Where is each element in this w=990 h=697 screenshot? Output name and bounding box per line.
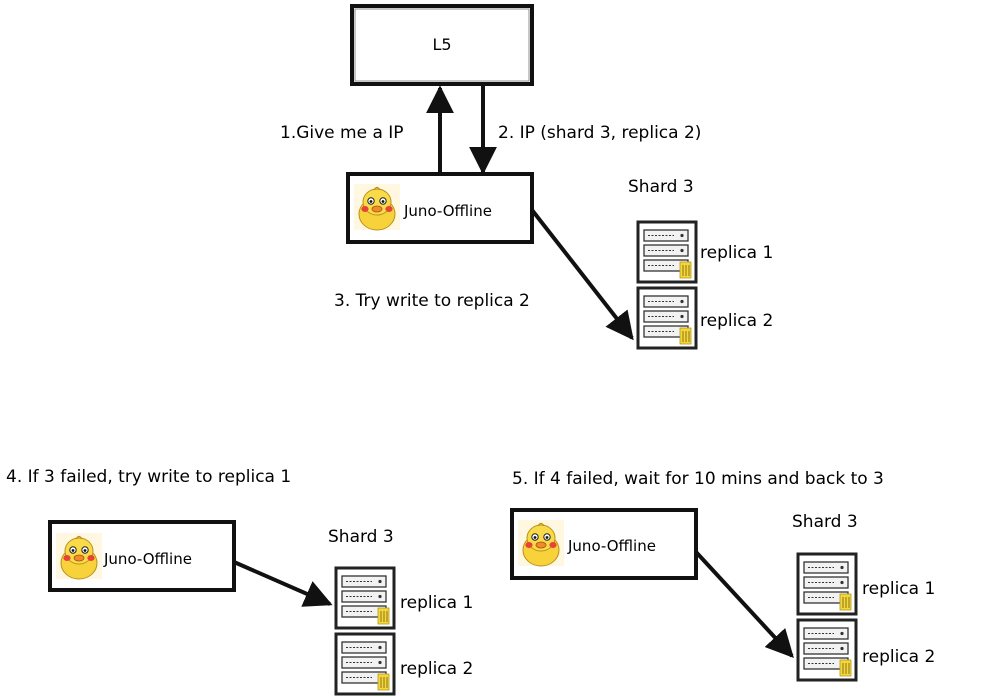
server-rack-icon <box>334 566 396 630</box>
load-balancer-label: L5 <box>432 35 451 54</box>
client-label: Juno-Offline <box>103 550 192 568</box>
duck-avatar-icon <box>353 183 401 231</box>
replica2-label: replica 2 <box>400 659 473 679</box>
replica2-label: replica 2 <box>862 647 935 667</box>
replica1-label: replica 1 <box>862 579 935 599</box>
shard-label: Shard 3 <box>792 512 858 532</box>
shard-label: Shard 3 <box>328 527 394 547</box>
server-rack-icon <box>636 220 698 284</box>
step2-label: 2. IP (shard 3, replica 2) <box>498 123 701 143</box>
write-replica1-arrow <box>233 560 333 607</box>
duck-avatar-icon <box>517 519 565 567</box>
replica1-label: replica 1 <box>400 593 473 613</box>
replica2-label: replica 2 <box>700 311 773 331</box>
write-replica2-arrow <box>530 208 634 341</box>
step5-label: 5. If 4 failed, wait for 10 mins and bac… <box>512 469 884 489</box>
step1-label: 1.Give me a IP <box>280 123 404 143</box>
client-box: Juno-Offline <box>346 172 534 244</box>
shard-label: Shard 3 <box>628 177 694 197</box>
replica1-label: replica 1 <box>700 243 773 263</box>
duck-avatar-icon <box>55 532 103 580</box>
server-rack-icon <box>796 618 858 682</box>
client-box: Juno-Offline <box>48 520 236 592</box>
load-balancer-box: L5 <box>350 4 534 86</box>
server-rack-icon <box>636 286 698 350</box>
client-label: Juno-Offline <box>403 202 492 220</box>
step3-label: 3. Try write to replica 2 <box>334 291 530 311</box>
client-box: Juno-Offline <box>510 508 698 580</box>
step4-label: 4. If 3 failed, try write to replica 1 <box>6 467 291 487</box>
client-label: Juno-Offline <box>567 537 656 555</box>
retry-replica2-arrow <box>694 550 794 659</box>
server-rack-icon <box>796 552 858 616</box>
server-rack-icon <box>334 632 396 696</box>
